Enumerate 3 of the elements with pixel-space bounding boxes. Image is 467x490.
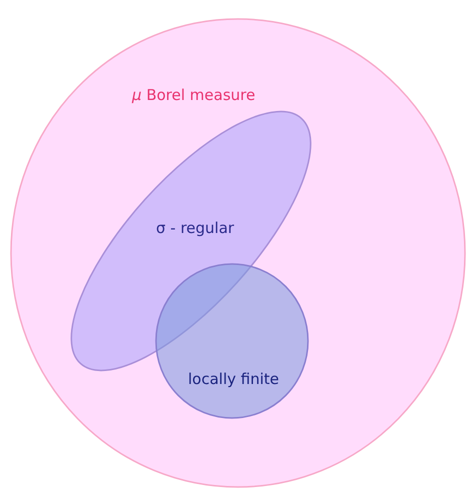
region-label: σ - regular bbox=[156, 219, 234, 237]
region-label: locally finite bbox=[188, 370, 279, 388]
region-label: μ Borel measure bbox=[132, 86, 256, 104]
